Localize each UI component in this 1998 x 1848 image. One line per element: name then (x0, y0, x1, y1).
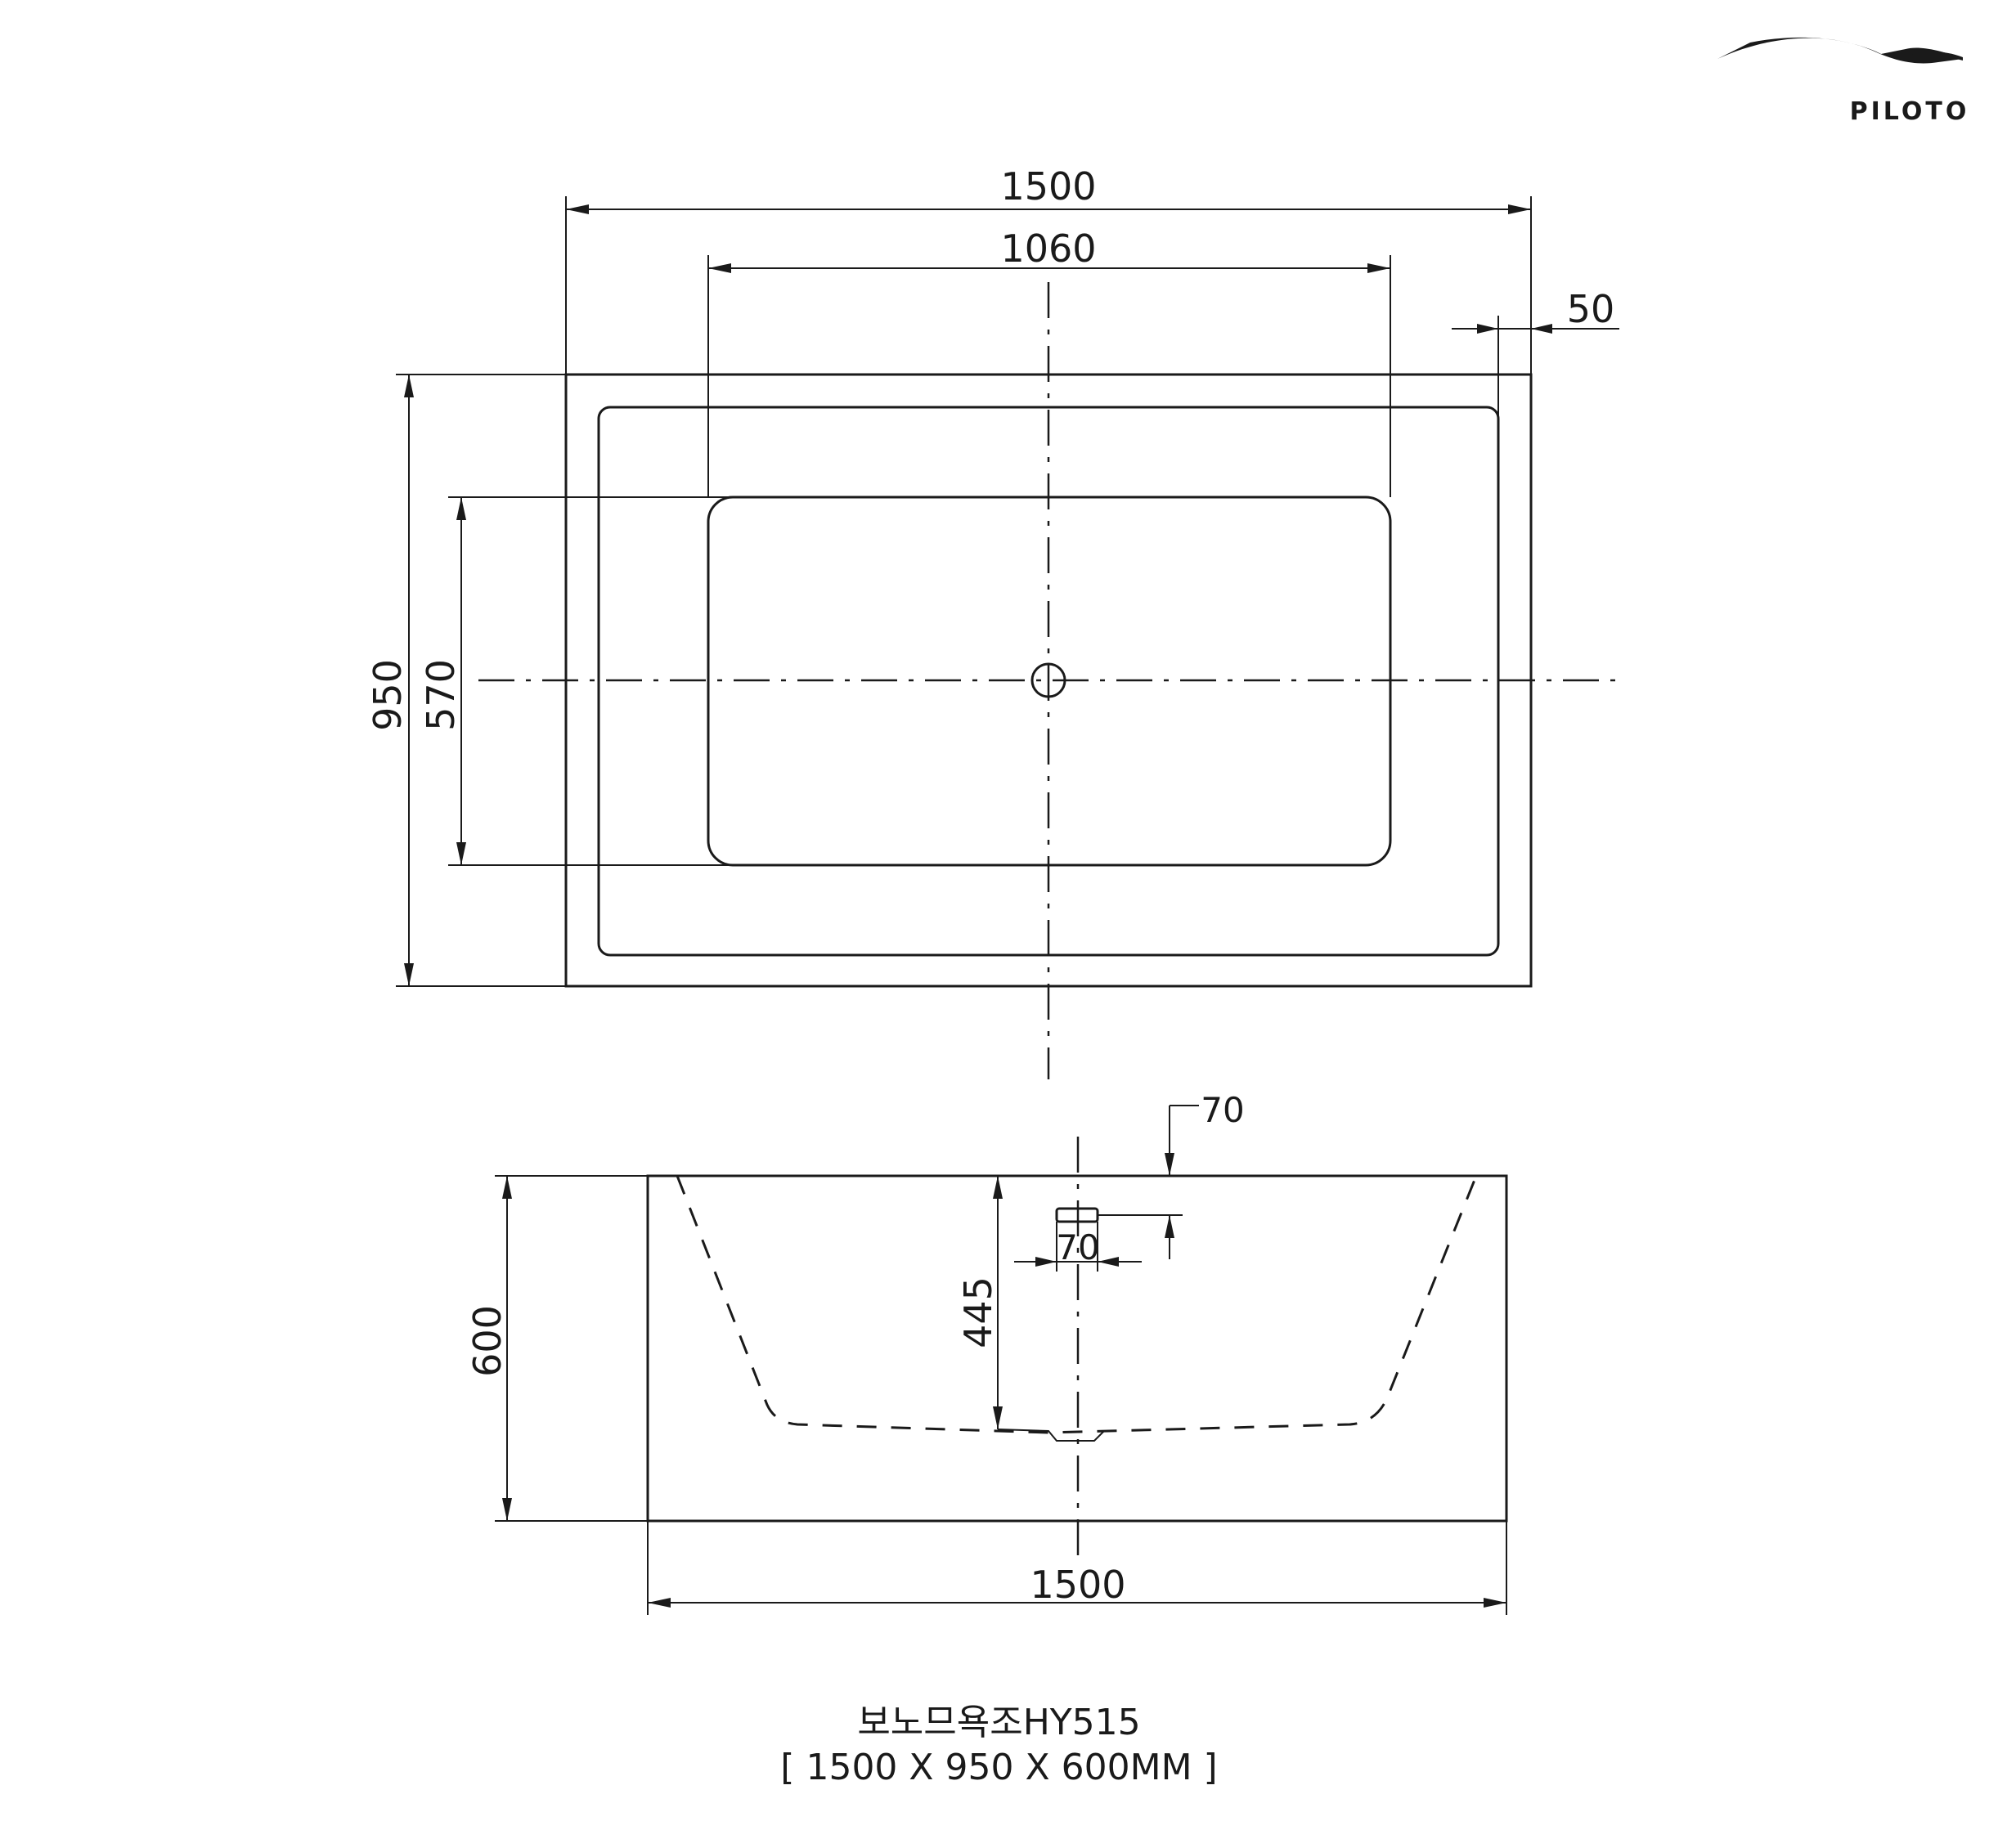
top-view: 1500 1060 50 950 (366, 164, 1623, 1079)
dimension-width-overall: 1500 (565, 164, 1532, 433)
dimension-depth-overall: 950 (366, 374, 566, 987)
width-overall-label: 1500 (1000, 164, 1096, 209)
rim-label: 50 (1567, 287, 1615, 331)
dimensions-caption: [ 1500 X 950 X 600MM ] (780, 1747, 1218, 1788)
side-drain-icon (997, 1429, 1105, 1442)
dimension-width-inner: 1060 (707, 227, 1391, 497)
dimension-rim: 50 (1452, 287, 1619, 433)
dimension-overflow-height: 445 (956, 1176, 1003, 1429)
dimension-height: 600 (465, 1175, 648, 1522)
depth-inner-label: 570 (419, 659, 463, 731)
overflow-height-label: 445 (956, 1276, 1000, 1348)
piloto-logo: PILOTO (1717, 37, 1970, 126)
overflow-offset-label: 70 (1201, 1090, 1244, 1130)
piloto-wave-logo-icon (1717, 37, 1963, 64)
tub-side-basin-hidden (676, 1175, 1478, 1434)
dimension-overflow-offset: 70 (1165, 1090, 1245, 1259)
dimension-length: 1500 (647, 1521, 1507, 1615)
overflow-width-label: 70 (1056, 1227, 1099, 1267)
piloto-wave-small-icon (1906, 52, 1963, 61)
side-view: 70 70 445 600 (465, 1090, 1508, 1615)
height-label: 600 (465, 1305, 510, 1377)
dimension-overflow-width: 70 (1014, 1227, 1142, 1267)
brand-name: PILOTO (1850, 97, 1970, 126)
model-caption: 보노므욕조HY515 (857, 1702, 1141, 1743)
width-inner-label: 1060 (1000, 227, 1096, 271)
depth-overall-label: 950 (366, 659, 410, 731)
length-label: 1500 (1030, 1563, 1125, 1607)
dimension-depth-inner: 570 (419, 496, 810, 866)
